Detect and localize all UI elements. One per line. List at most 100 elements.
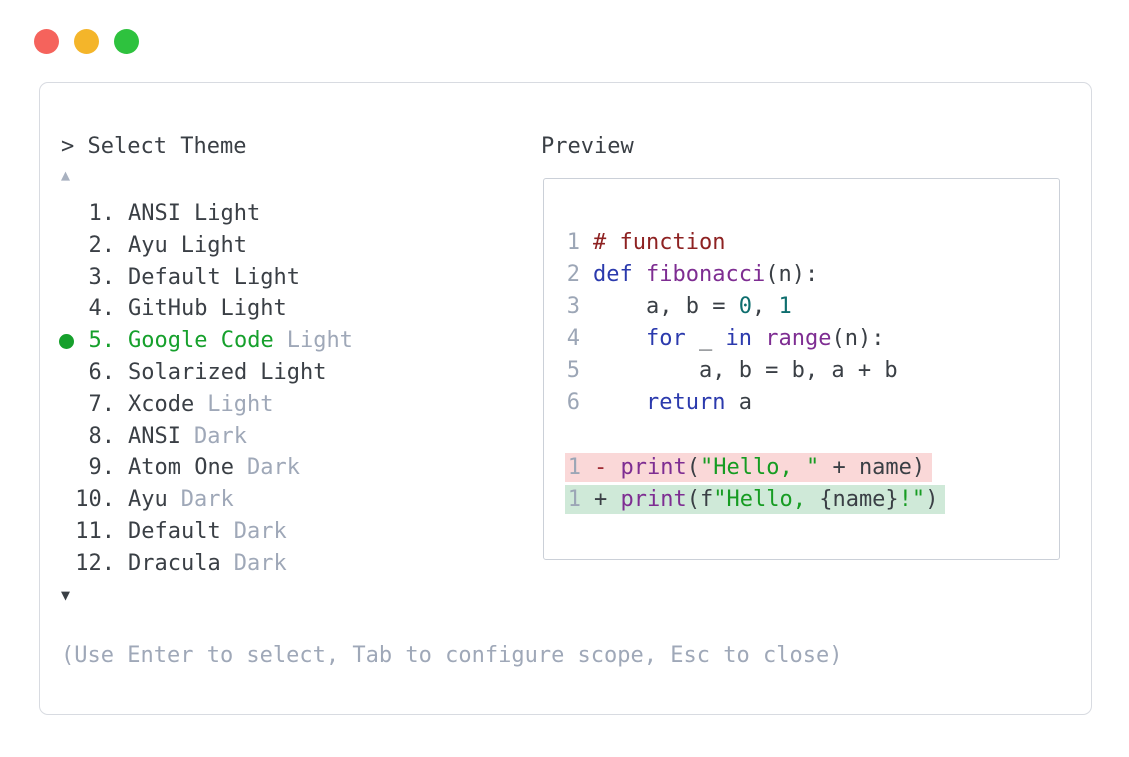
theme-item-ansi-light[interactable]: 1. ANSI Light: [61, 198, 353, 230]
selection-marker: [61, 293, 75, 325]
code-token-plain: [593, 387, 646, 419]
minimize-button[interactable]: [74, 29, 99, 54]
theme-name: Default: [128, 264, 221, 290]
code-token-plain: a: [725, 390, 752, 415]
selection-marker: [61, 262, 75, 294]
selection-marker: [59, 325, 75, 357]
prompt-title: Select Theme: [87, 134, 247, 159]
select-theme-prompt: > Select Theme: [61, 131, 353, 163]
code-line-5: 5 a, b = b, a + b: [544, 355, 1059, 387]
code-token-plain: a, b = b, a + b: [593, 358, 898, 383]
code-token-literal: 0: [738, 294, 752, 319]
theme-variant: Light: [207, 391, 274, 417]
line-number: 4: [566, 326, 580, 351]
diff-added-highlight: 1 + print (f "Hello, {name} !" ): [565, 484, 946, 514]
theme-number: 6.: [88, 359, 116, 385]
selection-marker: [61, 357, 75, 389]
theme-name: Dracula: [128, 550, 221, 576]
theme-name: GitHub: [128, 296, 208, 322]
theme-item-ansi-dark[interactable]: 8. ANSI Dark: [61, 421, 353, 453]
theme-number: 8.: [88, 423, 116, 449]
selection-marker: [61, 230, 75, 262]
code-line-6: 6 return a: [544, 387, 1059, 419]
diff-plus-sign: +: [594, 486, 621, 512]
theme-item-github-light[interactable]: 4. GitHub Light: [61, 293, 353, 325]
preview-label: Preview: [541, 134, 634, 159]
code-token-plain: a, b =: [593, 294, 739, 319]
theme-variant: Light: [260, 359, 327, 385]
close-button[interactable]: [34, 29, 59, 54]
code-token-plain: (f: [686, 486, 714, 512]
theme-item-dracula-dark[interactable]: 12. Dracula Dark: [61, 548, 353, 580]
theme-name: Solarized: [128, 359, 248, 385]
scroll-up-indicator[interactable]: ▲: [61, 166, 71, 184]
code-token-plain: [752, 323, 765, 355]
code-token-string: "Hello, ": [699, 454, 820, 480]
preview-code-box: 1 # function 2 def fibonacci (n): 3 a, b…: [543, 178, 1060, 560]
line-number: 3: [566, 294, 580, 319]
code-line-2: 2 def fibonacci (n):: [544, 259, 1059, 291]
code-token-plain: + name): [819, 454, 926, 480]
theme-number: 7.: [88, 391, 116, 417]
code-token-keyword: for: [645, 326, 686, 351]
theme-name: Ayu: [128, 487, 168, 513]
theme-name: Default: [128, 518, 221, 544]
theme-list-column: > Select Theme ▲ 1. ANSI Light 2. Ayu Li…: [59, 131, 353, 607]
code-token-literal: 1: [778, 294, 792, 319]
theme-name: Atom One: [128, 455, 234, 481]
theme-name: Xcode: [128, 391, 195, 417]
theme-item-ayu-light[interactable]: 2. Ayu Light: [61, 230, 353, 262]
theme-variant: Light: [193, 201, 261, 226]
code-line-blank: [544, 419, 1059, 451]
code-token-comment: # function: [593, 230, 726, 255]
theme-variant: Light: [286, 328, 353, 354]
theme-number: 1.: [88, 201, 116, 226]
code-token-keyword: return: [645, 390, 726, 415]
theme-selector-panel: > Select Theme ▲ 1. ANSI Light 2. Ayu Li…: [39, 82, 1092, 715]
prompt-caret: >: [61, 134, 88, 159]
theme-variant: Light: [233, 264, 300, 290]
diff-removed-highlight: 1 - print ( "Hello, " + name): [565, 452, 933, 482]
line-number: 1: [566, 230, 580, 255]
theme-item-solarized-light[interactable]: 6. Solarized Light: [61, 357, 353, 389]
diff-removed-line: 1 - print ( "Hello, " + name): [544, 451, 1059, 483]
theme-number: 10.: [75, 487, 115, 513]
theme-number: 12.: [75, 550, 115, 576]
scroll-down-indicator[interactable]: ▼: [61, 585, 71, 604]
code-token-plain: (n):: [831, 326, 885, 351]
theme-number: 5.: [88, 328, 116, 354]
code-token-plain: (: [686, 454, 700, 480]
code-token-string: "Hello,: [713, 486, 820, 512]
code-line-4: 4 for _ in range (n):: [544, 323, 1059, 355]
selection-marker: [61, 548, 75, 580]
code-line-3: 3 a, b = 0 , 1: [544, 291, 1059, 323]
selection-marker: [61, 389, 75, 421]
code-token-function: fibonacci: [646, 262, 766, 287]
theme-name: ANSI: [128, 201, 181, 226]
theme-item-google-code-light-selected[interactable]: 5. Google Code Light: [59, 325, 353, 357]
theme-number: 4.: [88, 296, 116, 322]
code-token-keyword: def: [593, 262, 633, 287]
theme-number: 2.: [88, 232, 116, 258]
diff-minus-sign: -: [594, 454, 621, 480]
theme-variant: Light: [180, 232, 247, 258]
theme-name: ANSI: [128, 423, 181, 449]
code-token-plain: [633, 259, 646, 291]
code-token-plain: ): [925, 486, 939, 512]
theme-item-atom-one-dark[interactable]: 9. Atom One Dark: [61, 452, 353, 484]
theme-number: 3.: [88, 264, 116, 290]
keyboard-hints: (Use Enter to select, Tab to configure s…: [61, 643, 843, 668]
line-number: 6: [566, 390, 580, 415]
line-number: 1: [567, 454, 581, 480]
theme-item-default-dark[interactable]: 11. Default Dark: [61, 516, 353, 548]
theme-item-xcode-light[interactable]: 7. Xcode Light: [61, 389, 353, 421]
theme-item-default-light[interactable]: 3. Default Light: [61, 262, 353, 294]
maximize-button[interactable]: [114, 29, 139, 54]
theme-item-ayu-dark[interactable]: 10. Ayu Dark: [61, 484, 353, 516]
theme-variant: Dark: [233, 550, 287, 576]
theme-variant: Dark: [180, 487, 234, 513]
selection-marker: [61, 198, 75, 230]
selection-marker: [61, 484, 75, 516]
code-token-plain: _: [685, 326, 726, 351]
line-number: 2: [566, 262, 580, 287]
